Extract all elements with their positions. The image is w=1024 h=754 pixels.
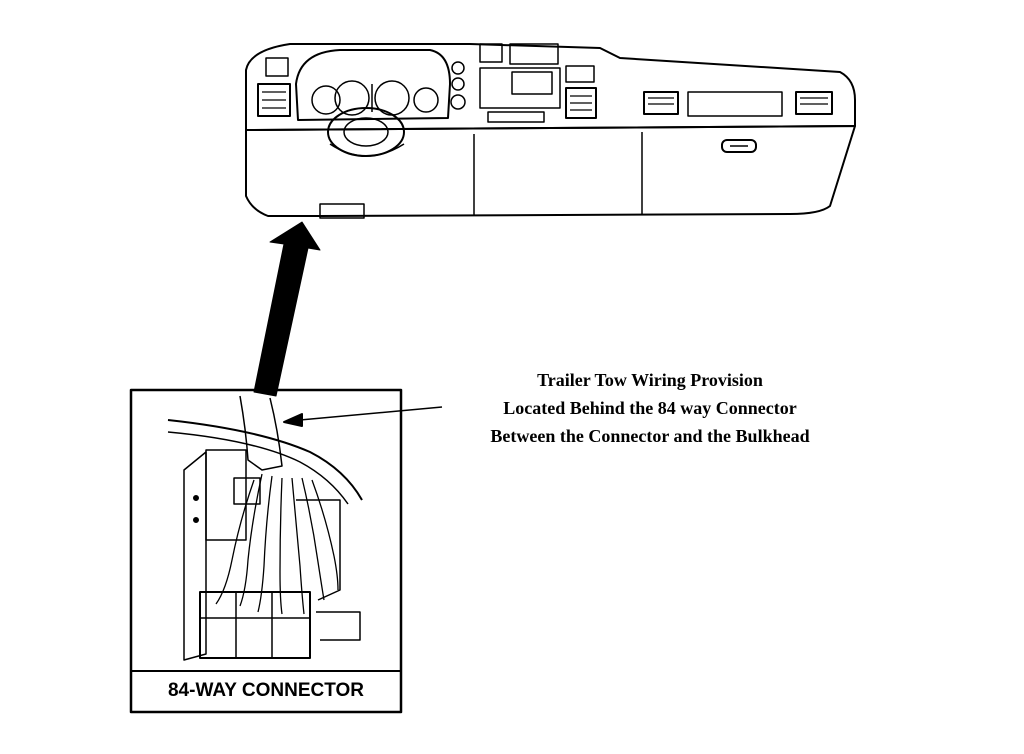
glove-box-latch-icon	[721, 139, 757, 153]
center-stack	[450, 43, 595, 123]
right-air-vent-icon	[643, 91, 833, 117]
callout-leader-line	[283, 406, 443, 427]
callout-line-1: Trailer Tow Wiring Provision	[537, 370, 763, 390]
inset-connector-illustration	[167, 395, 363, 661]
callout-line-2: Located Behind the 84 way Connector	[503, 398, 797, 418]
left-air-vent-icon	[257, 57, 291, 117]
center-air-vent-icon	[565, 87, 597, 119]
instrument-panel	[245, 43, 856, 219]
inset-box	[129, 388, 403, 714]
callout-text: Trailer Tow Wiring Provision Located Beh…	[400, 366, 900, 450]
callout-line-3: Between the Connector and the Bulkhead	[490, 426, 810, 446]
instrument-cluster	[295, 49, 451, 121]
inset-caption: 84-WAY CONNECTOR	[167, 680, 365, 701]
pointing-arrow-icon	[253, 221, 321, 397]
steering-column	[327, 107, 405, 157]
